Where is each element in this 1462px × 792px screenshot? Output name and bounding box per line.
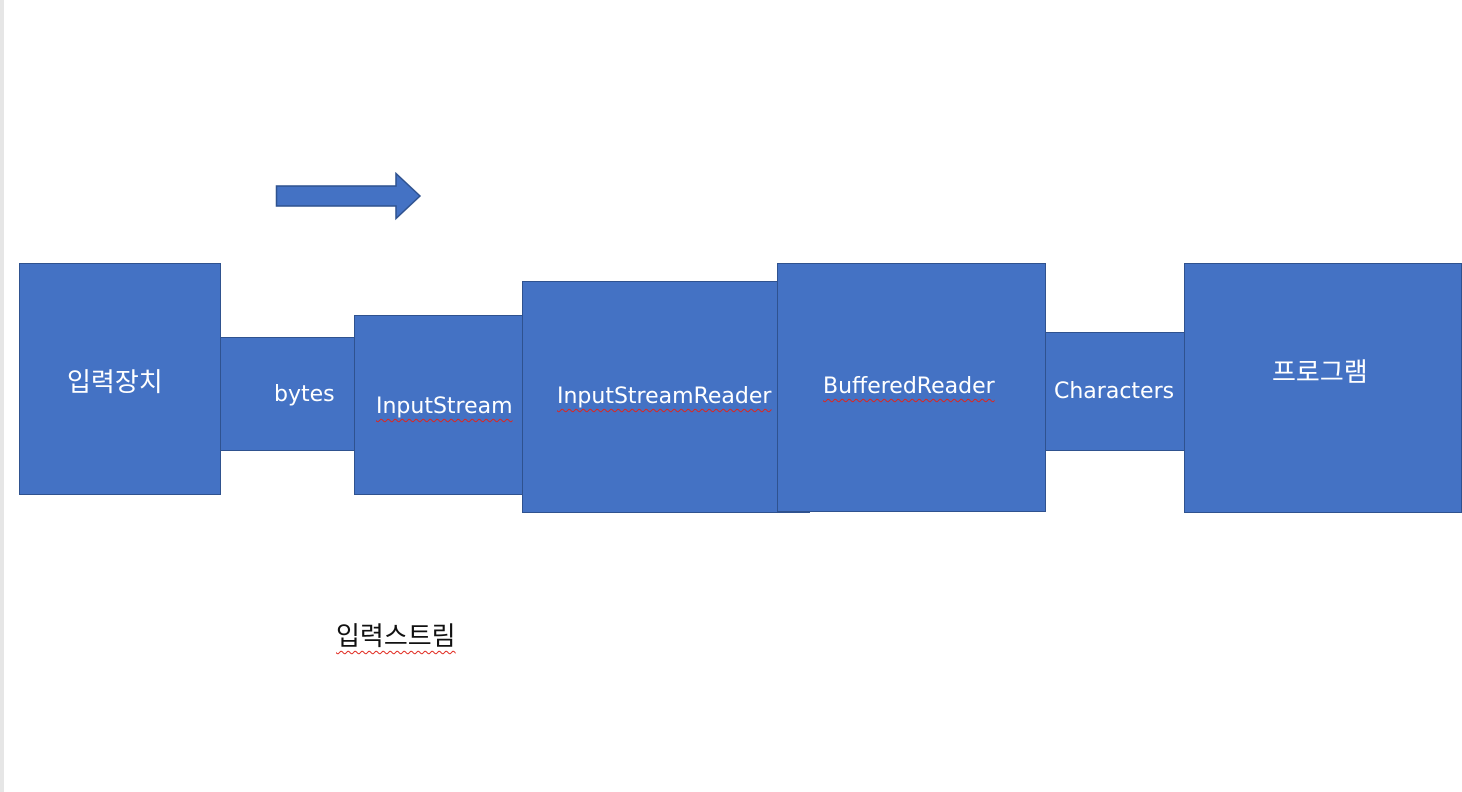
- direction-arrow-icon: [275, 172, 422, 221]
- input-stream-label: InputStream: [376, 394, 513, 419]
- input-stream-box: InputStream: [354, 315, 524, 495]
- program-box: 프로그램: [1184, 263, 1462, 513]
- program-label: 프로그램: [1272, 358, 1368, 388]
- bytes-connector: bytes: [219, 337, 356, 451]
- bytes-label: bytes: [274, 382, 335, 407]
- input-stream-reader-label: InputStreamReader: [557, 384, 772, 409]
- characters-connector: Characters: [1044, 332, 1186, 451]
- buffered-reader-label: BufferedReader: [823, 374, 995, 399]
- characters-label: Characters: [1054, 379, 1175, 404]
- buffered-reader-box: BufferedReader: [777, 263, 1046, 512]
- input-stream-caption: 입력스트림: [336, 622, 456, 652]
- page-left-edge: [0, 0, 4, 792]
- input-stream-reader-box: InputStreamReader: [522, 281, 810, 513]
- input-device-box: 입력장치: [19, 263, 221, 495]
- input-device-label: 입력장치: [67, 368, 163, 398]
